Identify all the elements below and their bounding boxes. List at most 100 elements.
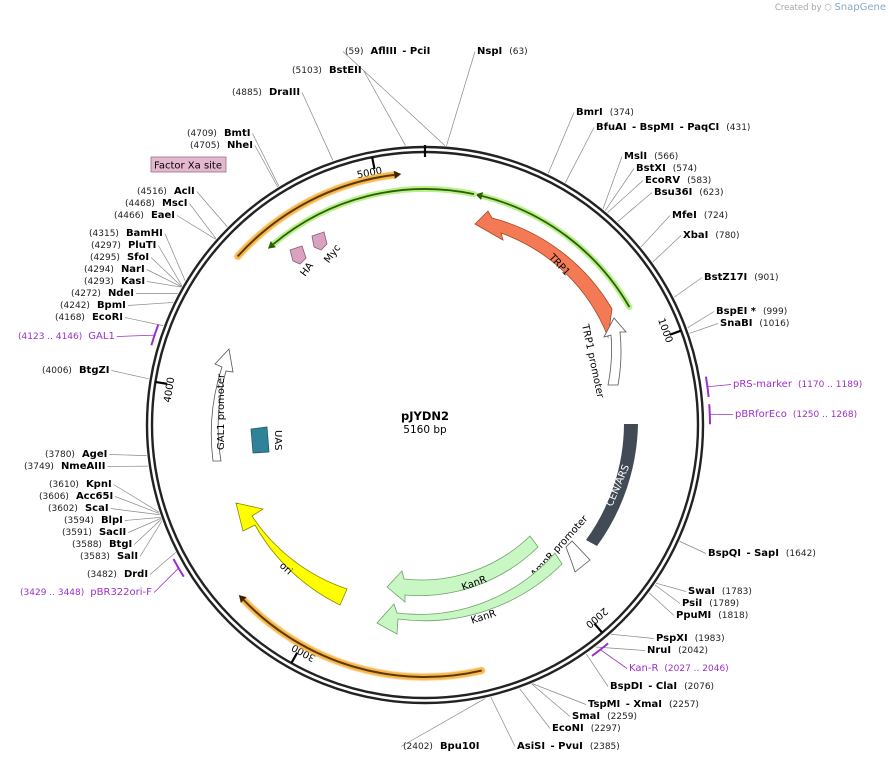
enzyme-label-eaei[interactable]: (4466)EaeI [114,210,175,221]
enzyme-position: (5103) [292,66,322,76]
orange-arc-bottom[interactable] [238,595,486,681]
enzyme-label-mfei[interactable]: MfeI(724) [672,210,728,221]
plasmid-length: 5160 bp [403,424,447,436]
enzyme-label-btgi[interactable]: (3588) BtgI [72,539,132,550]
enzyme-leader-line [176,215,216,240]
feature-factor-xa[interactable]: Factor Xa site [150,156,227,173]
enzyme-label-bmri[interactable]: BmrI(374) [576,107,634,118]
enzyme-label-msci[interactable]: (4468)MscI [125,198,188,209]
feature-gal1-promoter[interactable]: GAL1 promoter [210,348,234,462]
enzyme-label-agei[interactable]: (3780)AgeI [45,449,107,460]
enzyme-label-bspei[interactable]: BspEI *(999) [716,306,787,317]
enzyme-label-bstz17i[interactable]: BstZ17I(901) [704,272,778,283]
enzyme-leader-line [189,203,217,239]
enzyme-name: KasI [121,276,145,287]
enzyme-leader-line [607,180,644,213]
enzyme-label-snabi[interactable]: SnaBI(1016) [720,318,789,329]
enzyme-position: (1783) [722,587,752,597]
enzyme-label-nmeaiii[interactable]: (3749)NmeAIII [24,461,105,472]
enzyme-label-bsu36i[interactable]: Bsu36I(623) [654,187,724,198]
enzyme-label-acli[interactable]: (4516)AclI [137,186,195,197]
enzyme-label-nhei[interactable]: (4705)NheI [190,140,253,151]
enzyme-label-ndei[interactable]: (4272)NdeI [71,288,134,299]
enzyme-label-acc65i[interactable]: (3606)Acc65I [39,491,113,502]
enzyme-label-sfoi[interactable]: (4295)SfoI [90,252,149,263]
enzyme-label-afliii[interactable]: (59)AflIII - PciI [345,46,430,57]
feature-uas[interactable]: UAS [250,426,283,454]
feature-ori[interactable]: ori [235,502,348,606]
feature-trp1-promoter[interactable]: TRP1 promoter [579,317,627,400]
primer-pbrforeco[interactable]: pBRforEco(1250 .. 1268) [708,404,857,425]
enzyme-label-econi[interactable]: EcoNI(2297) [552,723,621,734]
enzyme-leader-line [652,235,682,263]
enzyme-label-msli[interactable]: MslI(566) [624,151,678,162]
enzyme-label-sacii[interactable]: (3591)SacII [62,527,126,538]
enzyme-label-sali[interactable]: (3583)SalI [80,551,138,562]
enzyme-leader-line [654,584,681,604]
enzyme-label-bmti[interactable]: (4709)BmtI [187,128,250,139]
enzyme-label-ecori[interactable]: (4168)EcoRI [55,312,123,323]
enzyme-name: PsiI [682,598,702,609]
enzyme-name: NarI [121,264,145,275]
enzyme-label-nspi[interactable]: NspI(63) [477,46,528,57]
primer-name: pBR322ori-F [90,587,152,598]
enzyme-position: (2257) [669,700,699,710]
enzyme-name: AclI [174,186,195,197]
enzyme-leader-line [111,370,149,380]
enzyme-label-bamhi[interactable]: (4315)BamHI [89,228,163,239]
enzyme-name: SfoI [127,252,149,263]
primer-pbr322ori-f[interactable]: (3429 .. 3448)pBR322ori-F [20,558,185,598]
enzyme-label-bsteii[interactable]: (5103)BstEII [292,65,362,76]
enzyme-position: (623) [699,188,723,198]
enzyme-label-ecorv[interactable]: EcoRV(583) [645,175,711,186]
enzyme-label-kpni[interactable]: (3610)KpnI [49,479,112,490]
enzyme-label-smai[interactable]: SmaI(2259) [572,711,637,722]
feature-ha[interactable]: HA [289,245,316,279]
enzyme-label-plutI[interactable]: (4297)PluTI [91,240,156,251]
primer-layer: pRS-marker(1170 .. 1189) pBRforEco(1250 .… [18,324,862,674]
green-arc-top[interactable] [267,186,478,249]
enzyme-position: (4705) [190,141,220,151]
enzyme-label-drdi[interactable]: (3482)DrdI [87,569,148,580]
primer-prs-marker[interactable]: pRS-marker(1170 .. 1189) [704,376,862,398]
enzyme-label-swai[interactable]: SwaI(1783) [688,586,752,597]
enzyme-label-nari[interactable]: (4294)NarI [84,264,145,275]
orange-arc-top[interactable] [234,170,402,260]
enzyme-name: SalI [117,551,138,562]
enzyme-label-blpi[interactable]: (3594)BlpI [64,515,123,526]
feature-myc[interactable]: Myc [311,231,343,265]
enzyme-label-bpmi[interactable]: (4242)BpmI [60,300,126,311]
primer-leader-line [153,567,180,593]
primer-label: pRS-marker(1170 .. 1189) [733,379,862,390]
enzyme-position: (3749) [24,462,54,472]
enzyme-label-pspxi[interactable]: PspXI(1983) [656,633,725,644]
enzyme-position: (3588) [72,540,102,550]
enzyme-label-xbai[interactable]: XbaI(780) [683,230,740,241]
enzyme-position: (566) [654,152,678,162]
enzyme-label-psii[interactable]: PsiI(1789) [682,598,739,609]
enzyme-label-draiii[interactable]: (4885)DraIII [232,87,300,98]
enzyme-position: (1642) [786,549,816,559]
enzyme-label-ppumi[interactable]: PpuMI(1818) [676,610,748,621]
enzyme-label-tspmi[interactable]: TspMI - XmaI(2257) [588,699,699,710]
feature-trp1[interactable]: TRP1 [474,210,613,339]
enzyme-label-kasi[interactable]: (4293)KasI [84,276,145,287]
primer-gal1[interactable]: (4123 .. 4146)GAL1 [18,324,160,346]
enzyme-name: BtgI [109,539,132,550]
enzyme-label-drui[interactable]: NruI(2042) [647,645,708,656]
enzyme-label-scai[interactable]: (3602)ScaI [48,503,109,514]
enzyme-position: (374) [610,108,634,118]
enzyme-label-bspqi[interactable]: BspQI - SapI(1642) [708,548,816,559]
enzyme-name: Acc65I [76,491,113,502]
enzyme-label-btgzi[interactable]: (4006)BtgZI [42,365,109,376]
green-arc-right[interactable] [475,192,633,310]
enzyme-label-bpu10i[interactable]: (2402)Bpu10I [403,741,479,752]
enzyme-label-bstxi[interactable]: BstXI(574) [636,163,697,174]
enzyme-label-bfuai[interactable]: BfuAI - BspMI - PaqCI(431) [596,122,750,133]
label-factor-xa: Factor Xa site [154,161,222,172]
feature-cen-ars[interactable]: CEN/ARS [586,424,638,546]
enzyme-label-bspdi[interactable]: BspDI - ClaI(2076) [610,681,714,692]
primer-kan-r[interactable]: Kan-R(2027 .. 2046) [591,642,729,674]
enzyme-leader-line [673,277,703,298]
enzyme-label-asisi[interactable]: AsiSI - PvuI(2385) [517,741,620,752]
